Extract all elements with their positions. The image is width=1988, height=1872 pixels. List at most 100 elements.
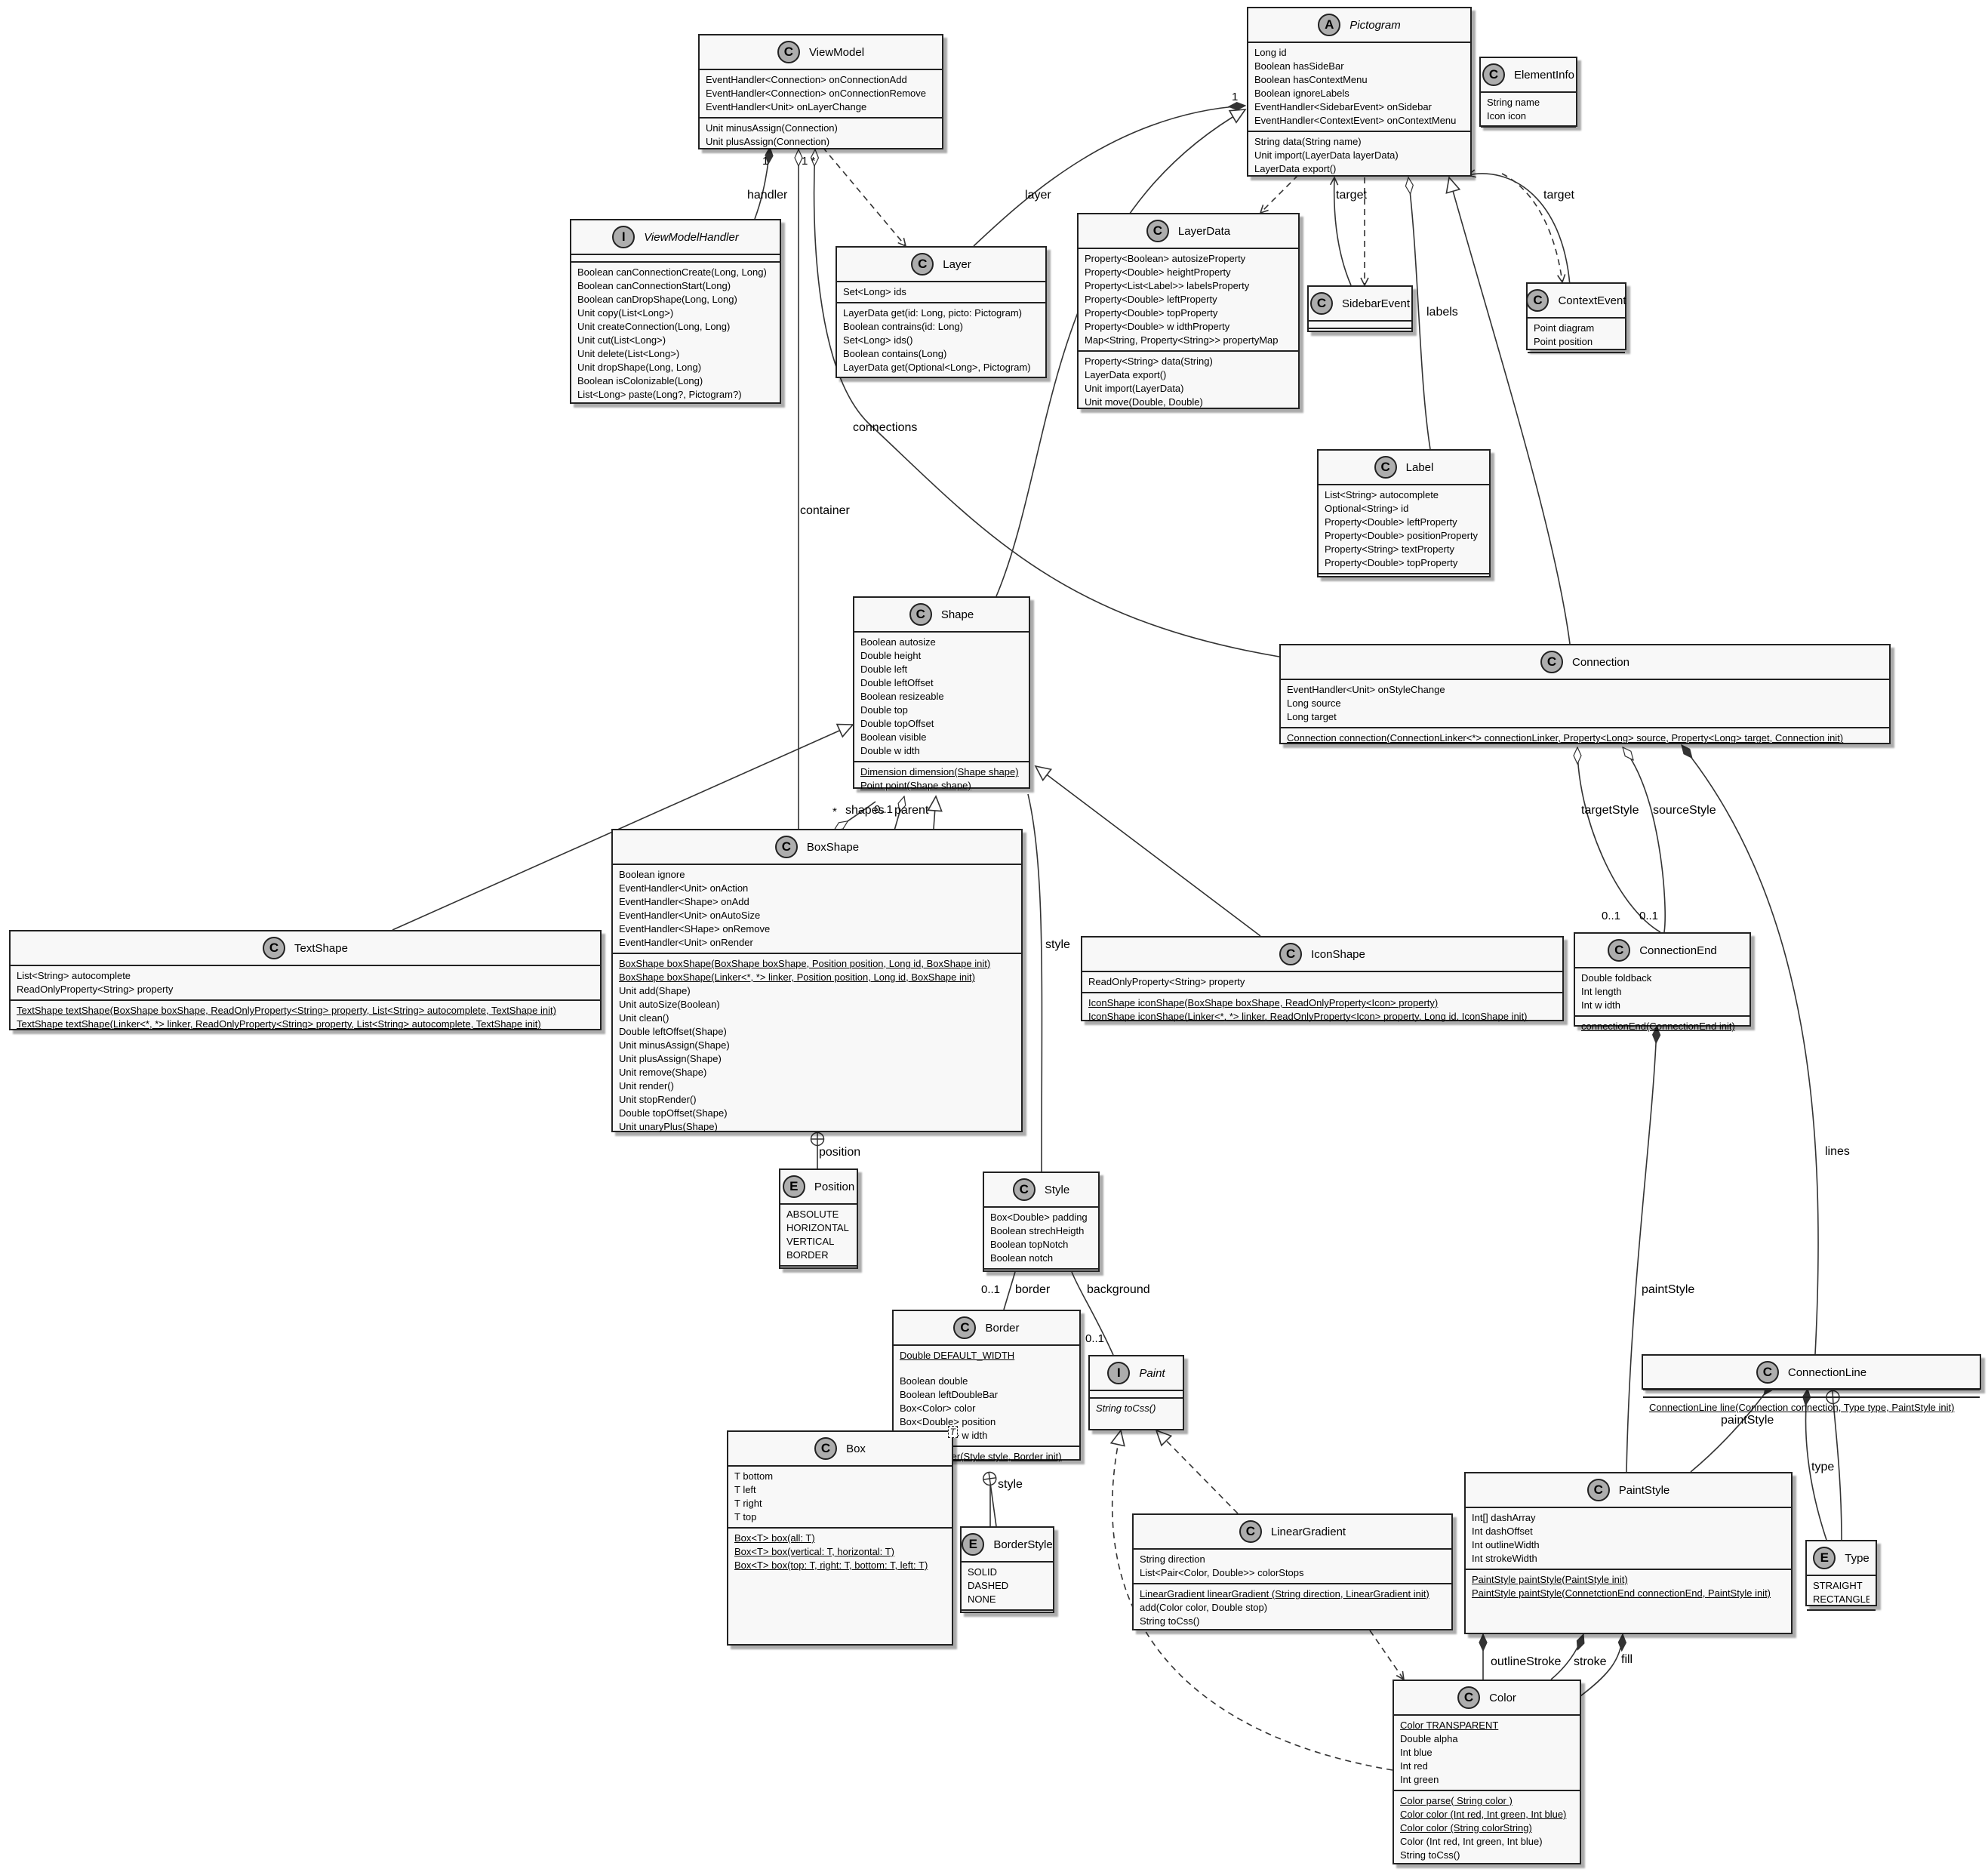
class-field: Boolean ignore [619, 869, 685, 880]
class-method: Unit autoSize(Boolean) [619, 999, 720, 1010]
class-name: BoxShape [806, 840, 860, 854]
edge-border [1003, 1271, 1016, 1310]
class-field: Property<Double> positionProperty [1325, 530, 1479, 541]
class-kind-icon: C [1309, 292, 1333, 315]
class-kind-icon: E [782, 1175, 805, 1198]
class-method: Boolean canDropShape(Long, Long) [577, 294, 737, 305]
class-method: Box<T> box(all: T) [734, 1532, 815, 1544]
class-method: List<Long> paste(Long?, Pictogram?) [577, 389, 742, 400]
class-field: EventHandler<Unit> onStyleChange [1287, 684, 1445, 695]
class-field: Icon icon [1487, 110, 1527, 122]
class-methods: LayerData get(id: Long, picto: Pictogram… [837, 303, 1045, 377]
class-field: Property<Double> topProperty [1325, 557, 1458, 568]
class-methods: Connection connection(ConnectionLinker<*… [1281, 728, 1889, 748]
class-field: Property<Double> w idthProperty [1085, 321, 1230, 332]
class-name: ContextEvent [1558, 294, 1626, 307]
class-name: Connection [1572, 655, 1629, 669]
class-kind-icon: C [1457, 1686, 1481, 1709]
class-field: Property<String> textProperty [1325, 543, 1454, 555]
class-field: Double left [860, 664, 908, 675]
class-field: EventHandler<Shape> onAdd [619, 896, 749, 907]
class-field: EventHandler<Unit> onAction [619, 882, 749, 894]
class-field: Int red [1400, 1760, 1428, 1772]
class-field: Int w idth [1581, 999, 1621, 1011]
label-container: container [800, 504, 850, 517]
class-field: EventHandler<Unit> onLayerChange [706, 101, 867, 112]
class-name: SidebarEvent [1341, 297, 1411, 310]
class-field: Box<Double> padding [990, 1212, 1088, 1223]
class-method: PaintStyle paintStyle(ConnetctionEnd con… [1472, 1587, 1771, 1599]
class-sidebarevent[interactable]: C SidebarEvent [1307, 285, 1413, 332]
class-method: Box<T> box(top: T, right: T, bottom: T, … [734, 1559, 928, 1571]
class-field: ReadOnlyProperty<String> property [17, 984, 174, 995]
class-name: Type [1845, 1551, 1870, 1565]
class-methods [984, 1270, 1098, 1276]
class-kind-icon: C [911, 253, 934, 276]
class-kind-icon: C [1146, 220, 1169, 242]
class-field: Boolean strechHeigth [990, 1225, 1085, 1236]
class-field: Long id [1254, 47, 1287, 58]
class-kind-icon: C [953, 1316, 977, 1339]
class-field: Boolean notch [990, 1252, 1054, 1264]
class-method: BoxShape boxShape(Linker<*, *> linker, P… [619, 971, 975, 983]
type-parameter: T [947, 1426, 958, 1438]
label-lines: lines [1825, 1145, 1850, 1158]
class-name: Border [985, 1321, 1020, 1335]
class-field: BORDER [786, 1249, 829, 1261]
class-methods: LinearGradient linearGradient (String di… [1134, 1584, 1451, 1631]
class-methods: TextShape textShape(BoxShape boxShape, R… [11, 1001, 600, 1034]
class-name: ConnectionLine [1787, 1366, 1867, 1379]
label-style: style [1045, 938, 1070, 951]
class-kind-icon: C [1482, 63, 1505, 86]
class-field: Property<Boolean> autosizeProperty [1085, 253, 1246, 264]
label-paintstyle-ce: paintStyle [1642, 1283, 1695, 1296]
class-methods: connectionEnd(ConnectionEnd init) [1575, 1017, 1750, 1036]
class-method: connectionEnd(ConnectionEnd init) [1581, 1021, 1735, 1032]
class-field: Int length [1581, 986, 1622, 997]
class-methods [1481, 128, 1576, 134]
class-method: String toCss() [1096, 1402, 1156, 1414]
class-method: LayerData export() [1085, 369, 1167, 380]
class-name: Position [814, 1180, 855, 1193]
class-method: ConnectionLine line(Connection connectio… [1649, 1402, 1955, 1413]
label-targetstyle: targetStyle [1581, 804, 1639, 817]
class-name: LayerData [1177, 224, 1231, 238]
edge-lg-color [1369, 1630, 1404, 1680]
class-field: NONE [968, 1593, 996, 1605]
class-method: Unit render() [619, 1080, 674, 1091]
class-field: EventHandler<Connection> onConnectionAdd [706, 74, 907, 85]
class-kind-icon: C [777, 41, 800, 63]
class-methods: ConnectionLine line(Connection connectio… [1643, 1398, 1980, 1418]
edge-sourcestyle [1623, 747, 1666, 933]
label-border: border [1015, 1283, 1051, 1296]
class-field: EventHandler<Unit> onRender [619, 937, 753, 948]
class-methods [1319, 574, 1489, 580]
